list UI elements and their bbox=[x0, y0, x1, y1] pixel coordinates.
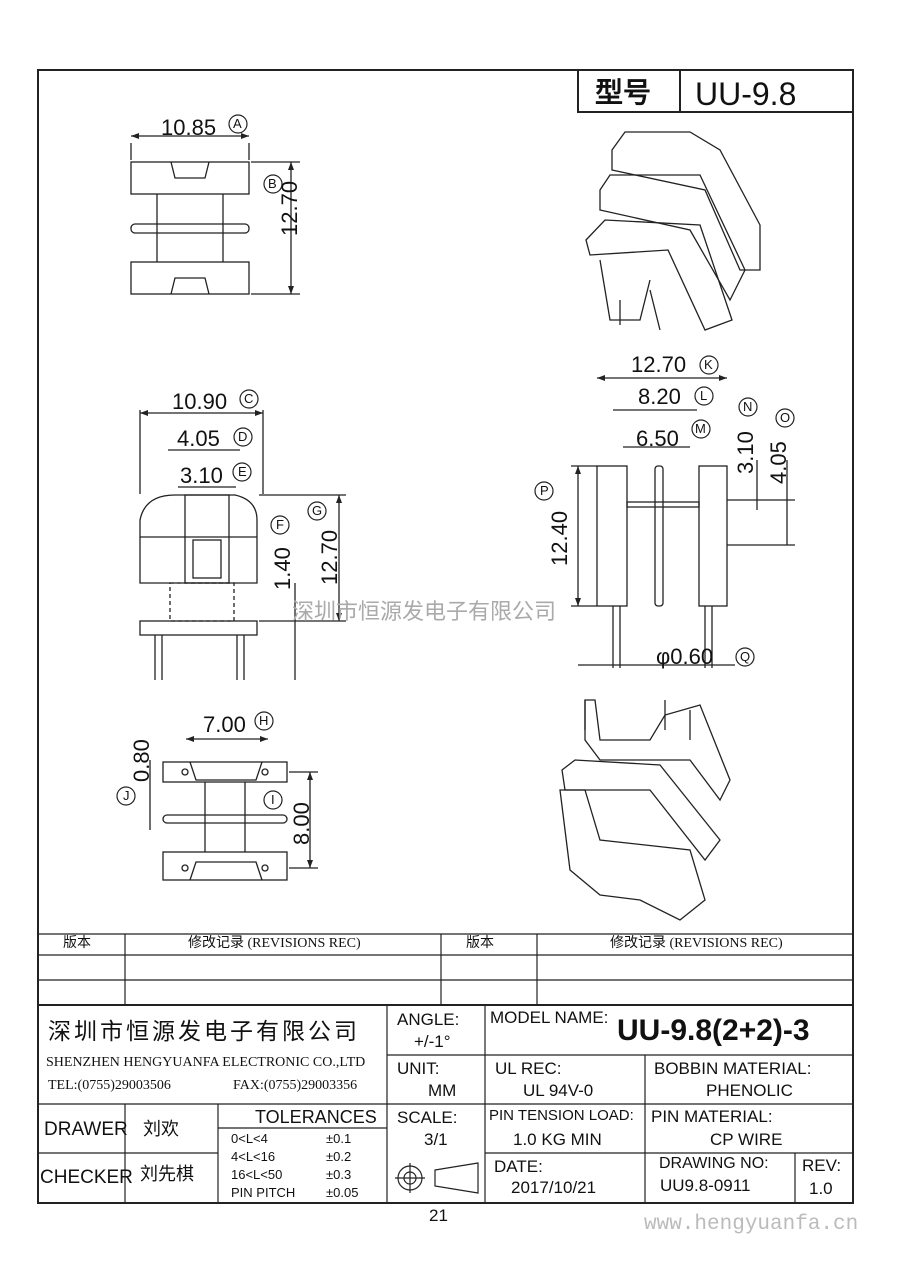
marker-g: G bbox=[312, 503, 323, 518]
company-name-cn: 深圳市恒源发电子有限公司 bbox=[48, 1019, 360, 1044]
model-label: 型号 bbox=[595, 77, 652, 108]
iso-view-top-drawing bbox=[585, 131, 761, 331]
ul-label: UL REC: bbox=[495, 1059, 562, 1078]
model-value-cell: UU-9.8 bbox=[679, 69, 854, 113]
dim-c: 10.90 bbox=[172, 389, 228, 414]
pin-tension-value: 1.0 KG MIN bbox=[513, 1130, 602, 1149]
tol-value-3: ±0.3 bbox=[326, 1167, 352, 1182]
rev-col-2: 修改记录 (REVISIONS REC) bbox=[188, 936, 361, 951]
tol-range-4: PIN PITCH bbox=[231, 1185, 296, 1200]
dim-g: 12.70 bbox=[317, 529, 342, 585]
marker-i: I bbox=[271, 792, 275, 807]
dim-a: 10.85 bbox=[161, 115, 217, 140]
angle-value: +/-1° bbox=[414, 1032, 451, 1051]
dim-e: 3.10 bbox=[180, 463, 223, 488]
tol-range-3: 16<L<50 bbox=[231, 1167, 283, 1182]
model-name-value: UU-9.8(2+2)-3 bbox=[617, 1014, 810, 1047]
watermark: 深圳市恒源发电子有限公司 bbox=[292, 599, 557, 624]
date-value: 2017/10/21 bbox=[511, 1178, 597, 1197]
company-fax: FAX:(0755)29003356 bbox=[233, 1078, 358, 1093]
marker-a: A bbox=[233, 116, 242, 131]
rev-col-4: 修改记录 (REVISIONS REC) bbox=[610, 936, 783, 951]
marker-m: M bbox=[695, 421, 706, 436]
marker-h: H bbox=[259, 713, 269, 728]
rev-label: REV: bbox=[802, 1156, 842, 1175]
rev-col-3: 版本 bbox=[466, 936, 494, 951]
marker-l: L bbox=[700, 388, 708, 403]
checker-value: 刘先棋 bbox=[140, 1164, 194, 1184]
scale-value: 3/1 bbox=[424, 1130, 448, 1149]
marker-o: O bbox=[780, 410, 791, 425]
tol-value-2: ±0.2 bbox=[326, 1149, 352, 1164]
dim-k: 12.70 bbox=[631, 352, 687, 377]
date-label: DATE: bbox=[494, 1157, 543, 1176]
dim-p: 12.40 bbox=[547, 510, 572, 566]
model-label-cell: 型号 bbox=[577, 69, 681, 113]
marker-f: F bbox=[276, 517, 284, 532]
marker-q: Q bbox=[740, 649, 751, 664]
scale-label: SCALE: bbox=[397, 1108, 458, 1127]
bobbin-label: BOBBIN MATERIAL: bbox=[654, 1059, 812, 1078]
website-watermark: www.hengyuanfa.cn bbox=[644, 1213, 859, 1236]
company-tel: TEL:(0755)29003506 bbox=[48, 1078, 171, 1093]
tol-value-1: ±0.1 bbox=[326, 1131, 352, 1146]
unit-value: MM bbox=[428, 1081, 457, 1100]
dim-i: 8.00 bbox=[289, 802, 314, 845]
tol-range-2: 4<L<16 bbox=[231, 1149, 276, 1164]
drawing-frame bbox=[37, 69, 854, 1204]
drawing-no-label: DRAWING NO: bbox=[659, 1155, 769, 1172]
tol-range-1: 0<L<4 bbox=[231, 1131, 268, 1146]
dim-b: 12.70 bbox=[277, 180, 302, 236]
dim-n: 3.10 bbox=[733, 431, 758, 474]
rev-value: 1.0 bbox=[809, 1179, 833, 1198]
iso-view-bottom-drawing bbox=[559, 699, 731, 921]
dim-h: 7.00 bbox=[203, 712, 246, 737]
marker-k: K bbox=[704, 357, 713, 372]
rev-col-1: 版本 bbox=[63, 936, 91, 951]
top-view-drawing bbox=[130, 135, 300, 295]
front-view-drawing bbox=[139, 410, 346, 680]
dim-d: 4.05 bbox=[177, 426, 220, 451]
unit-label: UNIT: bbox=[397, 1059, 440, 1078]
dim-f: 1.40 bbox=[270, 547, 295, 590]
drawing-no-value: UU9.8-0911 bbox=[660, 1176, 751, 1195]
pin-material-value: CP WIRE bbox=[710, 1130, 783, 1149]
ul-value: UL 94V-0 bbox=[523, 1081, 594, 1100]
model-value: UU-9.8 bbox=[695, 76, 797, 112]
bottom-view-drawing bbox=[149, 738, 318, 881]
tolerances-label: TOLERANCES bbox=[255, 1107, 377, 1127]
marker-p: P bbox=[540, 483, 549, 498]
angle-label: ANGLE: bbox=[397, 1010, 460, 1029]
pin-tension-label: PIN TENSION LOAD: bbox=[489, 1107, 634, 1124]
tol-value-4: ±0.05 bbox=[326, 1185, 359, 1200]
marker-c: C bbox=[244, 391, 254, 406]
checker-label: CHECKER bbox=[40, 1167, 133, 1188]
dim-q: φ0.60 bbox=[656, 644, 714, 669]
marker-b: B bbox=[268, 176, 277, 191]
pin-material-label: PIN MATERIAL: bbox=[651, 1107, 773, 1126]
company-name-en: SHENZHEN HENGYUANFA ELECTRONIC CO.,LTD bbox=[46, 1055, 366, 1070]
dim-j: 0.80 bbox=[129, 739, 154, 782]
page-number: 21 bbox=[429, 1206, 448, 1225]
marker-e: E bbox=[238, 464, 247, 479]
dim-l: 8.20 bbox=[638, 384, 681, 409]
side-view-drawing bbox=[571, 377, 795, 668]
drawer-label: DRAWER bbox=[44, 1119, 128, 1140]
dim-o: 4.05 bbox=[766, 441, 791, 484]
marker-j: J bbox=[123, 788, 130, 803]
dim-m: 6.50 bbox=[636, 426, 679, 451]
bobbin-value: PHENOLIC bbox=[706, 1081, 793, 1100]
marker-d: D bbox=[238, 429, 248, 444]
model-name-label: MODEL NAME: bbox=[490, 1008, 609, 1027]
marker-n: N bbox=[743, 399, 753, 414]
drawer-value: 刘欢 bbox=[143, 1119, 179, 1139]
projection-symbol bbox=[395, 1162, 479, 1194]
